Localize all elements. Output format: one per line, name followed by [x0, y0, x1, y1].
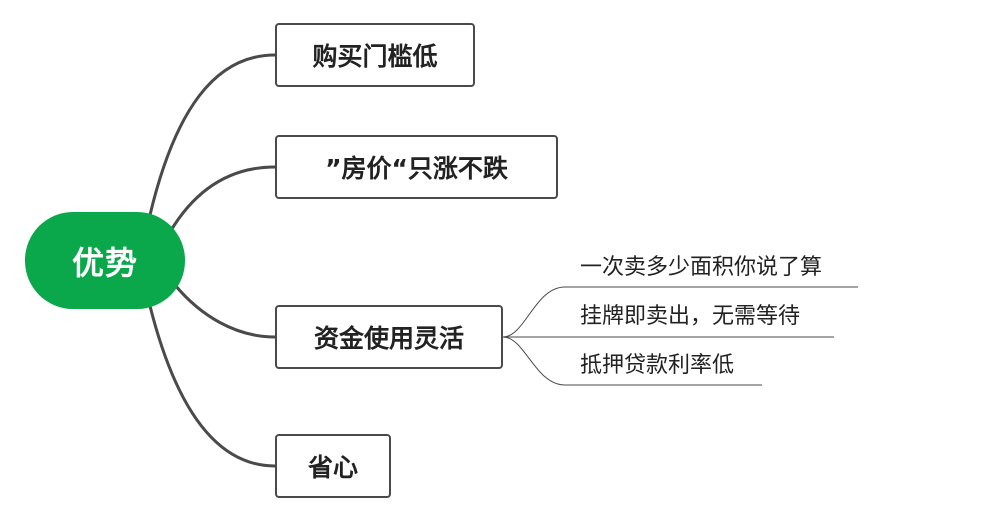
branch-node-label: 省心: [307, 453, 358, 482]
subtopic-label: 挂牌即卖出，无需等待: [580, 304, 801, 329]
branch-node-flexible-funds[interactable]: 资金使用灵活: [275, 305, 503, 369]
connector-branch-3-to-sub-1: [502, 286, 566, 338]
root-node[interactable]: 优势: [25, 212, 185, 309]
branch-node-price-only-rises[interactable]: ”房价“只涨不跌: [275, 135, 558, 199]
connector-root-to-branch-2: [168, 165, 276, 233]
connector-root-to-branch-4: [148, 305, 276, 468]
connector-branch-3-to-sub-3: [502, 336, 566, 386]
subtopic-node-sell-area-choice[interactable]: 一次卖多少面积你说了算: [580, 255, 822, 281]
branch-node-low-entry-threshold[interactable]: 购买门槛低: [275, 23, 475, 87]
branch-node-label: ”房价“只涨不跌: [325, 154, 508, 183]
subtopic-node-instant-sale[interactable]: 挂牌即卖出，无需等待: [580, 304, 800, 330]
subtopic-label: 一次卖多少面积你说了算: [580, 255, 823, 280]
branch-node-worry-free[interactable]: 省心: [275, 434, 391, 498]
subtopic-label: 抵押贷款利率低: [580, 353, 735, 378]
connector-root-to-branch-3: [173, 284, 276, 339]
connector-root-to-branch-1: [148, 53, 276, 216]
branch-node-label: 资金使用灵活: [313, 324, 464, 353]
branch-node-label: 购买门槛低: [312, 42, 438, 71]
subtopic-node-low-mortgage-rate[interactable]: 抵押贷款利率低: [580, 353, 734, 379]
root-node-label: 优势: [71, 243, 138, 282]
